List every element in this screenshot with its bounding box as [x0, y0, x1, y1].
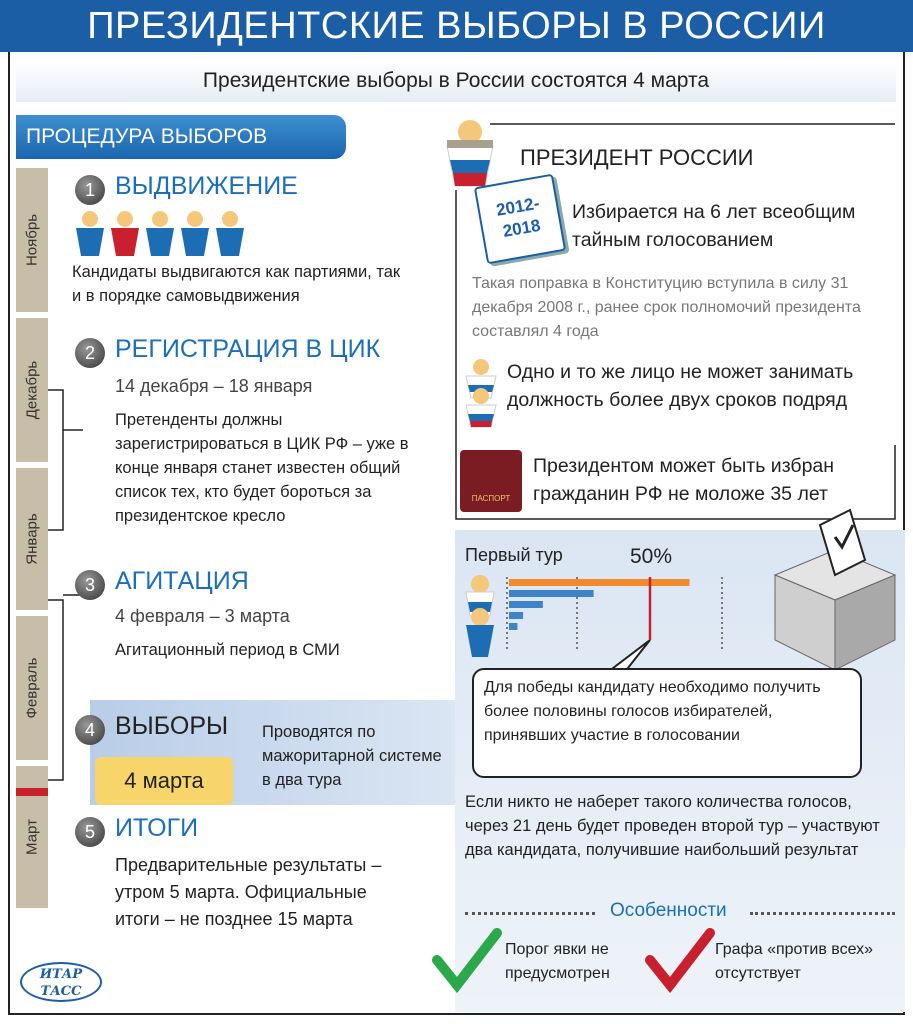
two-terms-icon [465, 359, 497, 428]
step-text: Претенденты должны зарегистрироваться в … [115, 411, 409, 525]
election-date-badge: 4 марта [95, 757, 233, 805]
step-title: ИТОГИ [115, 814, 199, 842]
step-date: 14 декабря – 18 января [115, 376, 313, 396]
step-text: Проводятся по мажоритарной системе в два… [262, 723, 442, 789]
feature-turnout: Порог явки не предусмотрен [505, 941, 610, 982]
subtitle: Президентские выборы в России состоятся … [16, 60, 896, 102]
step-number: 5 [75, 817, 105, 847]
month-february: Февраль [16, 616, 48, 760]
step-text: Агитационный период в СМИ [115, 641, 340, 659]
candidate-bar [509, 623, 518, 630]
month-label: Февраль [23, 657, 41, 719]
red-check-icon [645, 928, 715, 994]
threshold-label: 50% [630, 545, 673, 568]
green-check-icon [432, 928, 502, 994]
candidate-bar [509, 601, 543, 608]
month-label: Январь [23, 513, 41, 565]
candidate-bar [509, 612, 524, 619]
page-title: ПРЕЗИДЕНТСКИЕ ВЫБОРЫ В РОССИИ [0, 0, 913, 52]
ballot-box-icon [773, 508, 897, 671]
month-label: Ноябрь [23, 213, 41, 267]
step-title: РЕГИСТРАЦИЯ В ЦИК [115, 335, 381, 363]
divider [750, 912, 895, 915]
month-november: Ноябрь [16, 168, 48, 312]
step-text: Предварительные результаты – утром 5 мар… [115, 855, 382, 929]
month-label: Март [23, 819, 41, 855]
election-day-marker [16, 788, 48, 796]
passport-icon: ПАСПОРТ [460, 450, 522, 512]
month-label: Декабрь [23, 360, 41, 420]
amendment-note: Такая поправка в Конституцию вступила в … [472, 275, 861, 340]
term-limit-text: Одно и то же лицо не может занимать долж… [507, 361, 854, 411]
procedure-header: ПРОЦЕДУРА ВЫБОРОВ [16, 115, 346, 159]
calendar-icon: 2012-2018 [473, 173, 567, 265]
first-round-chart [465, 575, 723, 657]
step-number: 2 [75, 338, 105, 368]
second-round-text: Если никто не наберет такого количества … [465, 793, 880, 859]
divider [465, 912, 595, 915]
month-december: Декабрь [16, 318, 48, 462]
president-title: ПРЕЗИДЕНТ РОССИИ [520, 145, 754, 170]
feature-against-all: Графа «против всех» отсутствует [715, 941, 874, 982]
step-title: ВЫБОРЫ [115, 712, 229, 740]
step-text: Кандидаты выдвигаются как партиями, так … [72, 263, 401, 305]
step-number: 1 [75, 175, 105, 205]
step-number: 3 [75, 570, 105, 600]
candidate-bar [509, 590, 594, 597]
candidate-bar [509, 579, 690, 586]
candidates-icon [76, 211, 244, 256]
age-requirement-text: Президентом может быть избран гражданин … [533, 455, 835, 505]
features-title: Особенности [610, 900, 727, 921]
victory-condition-callout: Для победы кандидату необходимо получить… [472, 668, 862, 778]
passport-label: ПАСПОРТ [471, 494, 511, 503]
step-title: АГИТАЦИЯ [115, 567, 249, 595]
step-date: 4 февраля – 3 марта [115, 606, 290, 626]
president-box-frame [455, 123, 896, 520]
president-icon [446, 120, 494, 187]
month-january: Январь [16, 468, 48, 610]
step-title: ВЫДВИЖЕНИЕ [115, 172, 298, 200]
step-number: 4 [75, 715, 105, 745]
term-text: Избирается на 6 лет всеобщим тайным голо… [572, 201, 856, 251]
first-round-label: Первый тур [465, 545, 563, 565]
